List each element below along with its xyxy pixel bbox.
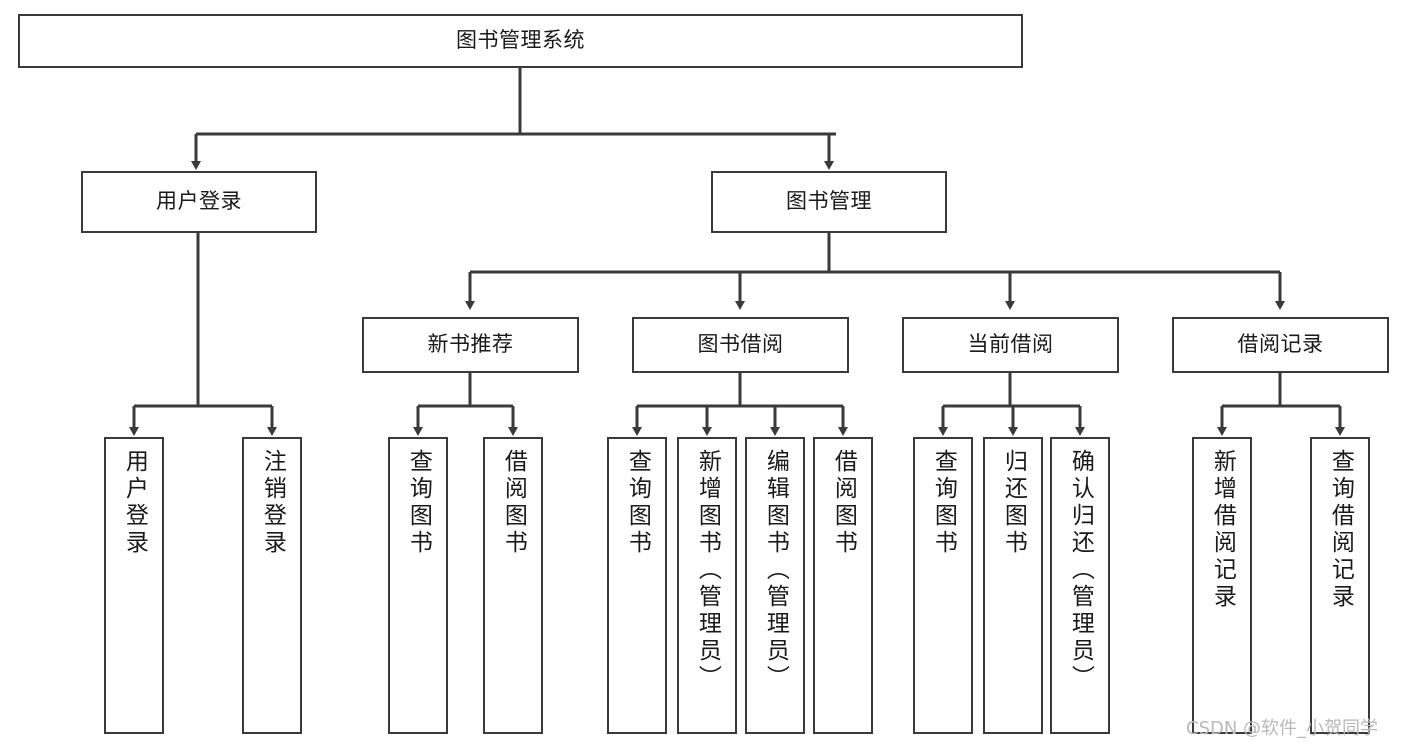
node-leaf-label: 新增借阅记录 [1209,449,1236,611]
node-book-management-label: 图书管理 [786,189,872,214]
node-leaf-recommend-borrow-book[interactable]: 借阅图书 [483,437,543,734]
node-leaf-label: 新增图书（管理员） [694,449,721,692]
node-leaf-label: 借阅图书 [830,449,857,557]
node-current-borrow[interactable]: 当前借阅 [902,317,1119,373]
node-leaf-current-return-book[interactable]: 归还图书 [983,437,1043,734]
node-leaf-records-query-record[interactable]: 查询借阅记录 [1310,437,1370,734]
node-leaf-current-confirm-return[interactable]: 确认归还（管理员） [1050,437,1110,734]
node-leaf-borrow-query-book[interactable]: 查询图书 [607,437,667,734]
node-user-login[interactable]: 用户登录 [81,171,317,233]
node-leaf-borrow-borrow-book[interactable]: 借阅图书 [813,437,873,734]
node-leaf-user-login-login[interactable]: 用户登录 [104,437,164,734]
node-leaf-label: 编辑图书（管理员） [762,449,789,692]
node-root-label: 图书管理系统 [456,28,585,53]
node-leaf-label: 查询图书 [930,449,957,557]
node-leaf-label: 借阅图书 [500,449,527,557]
node-new-book-recommend[interactable]: 新书推荐 [362,317,579,373]
node-new-book-recommend-label: 新书推荐 [427,332,514,357]
node-leaf-user-login-logout[interactable]: 注销登录 [242,437,302,734]
node-leaf-label: 确认归还（管理员） [1067,449,1094,692]
node-leaf-borrow-add-book[interactable]: 新增图书（管理员） [677,437,737,734]
node-user-login-label: 用户登录 [156,189,242,214]
node-book-management[interactable]: 图书管理 [711,171,947,233]
node-leaf-recommend-query-book[interactable]: 查询图书 [388,437,448,734]
node-borrow-records[interactable]: 借阅记录 [1172,317,1389,373]
node-leaf-label: 查询图书 [405,449,432,557]
node-current-borrow-label: 当前借阅 [967,332,1054,357]
node-leaf-label: 查询借阅记录 [1327,449,1354,611]
node-root[interactable]: 图书管理系统 [18,14,1023,68]
node-leaf-label: 注销登录 [259,449,286,557]
node-book-borrow[interactable]: 图书借阅 [632,317,849,373]
node-book-borrow-label: 图书借阅 [697,332,784,357]
node-leaf-current-query-book[interactable]: 查询图书 [913,437,973,734]
node-leaf-borrow-edit-book[interactable]: 编辑图书（管理员） [745,437,805,734]
node-leaf-label: 用户登录 [121,449,148,557]
node-leaf-records-add-record[interactable]: 新增借阅记录 [1192,437,1252,734]
node-leaf-label: 归还图书 [1000,449,1027,557]
node-borrow-records-label: 借阅记录 [1237,332,1324,357]
node-leaf-label: 查询图书 [624,449,651,557]
csdn-watermark: CSDN @软件_小贺同学 [1186,718,1379,739]
